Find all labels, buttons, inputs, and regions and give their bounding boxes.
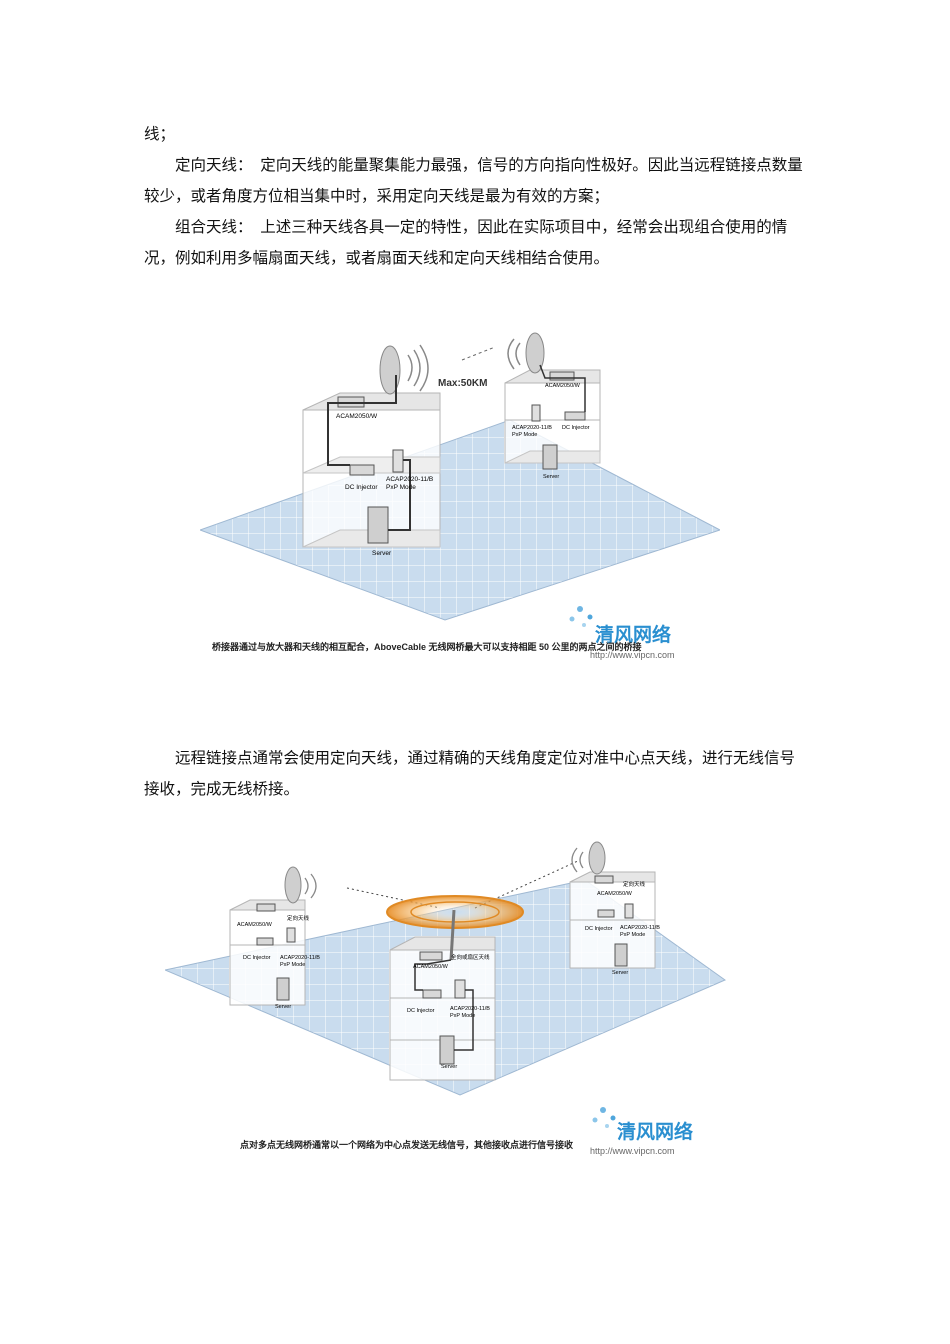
left-building: ACAM2050/W DC Injector ACAP2020-11/B PxP… <box>302 344 441 557</box>
label-pxp-left: PxP Mode <box>280 962 305 968</box>
watermark-logo: 清风网络 http://www.vipcn.com <box>569 606 675 660</box>
label-pxp-center: PxP Mode <box>450 1013 475 1019</box>
label-server-left: Server <box>275 1004 291 1010</box>
label-server-center: Server <box>441 1064 457 1070</box>
label-acam-left: ACAM2050/W <box>237 922 273 928</box>
watermark-url: http://www.vipcn.com <box>590 650 675 660</box>
label-acap-right: ACAP2020-11/B <box>620 925 660 931</box>
watermark-brand: 清风网络 <box>617 1120 693 1143</box>
dish-antenna-icon <box>525 332 545 374</box>
label-pxp-left: PxP Mode <box>386 484 416 491</box>
label-directional-left: 定向天线 <box>287 914 310 922</box>
server-icon <box>367 506 389 544</box>
label-acam2050-left: ACAM2050/W <box>336 413 378 420</box>
server-icon <box>614 943 628 967</box>
paragraph-combined-antenna: 组合天线： 上述三种天线各具一定的特性，因此在实际项目中，经常会出现组合使用的情… <box>144 218 788 267</box>
watermark-logo: 清风网络 http://www.vipcn.com <box>590 1107 693 1156</box>
paragraph-continuation: 线； <box>144 125 176 143</box>
label-max-distance: Max:50KM <box>438 378 487 389</box>
middle-text-block: 远程链接点通常会使用定向天线，通过精确的天线角度定位对准中心点天线，进行无线信号… <box>144 743 806 805</box>
label-dc-injector-right: DC Injector <box>562 425 590 431</box>
label-server-right: Server <box>543 474 559 480</box>
omni-antenna-icon <box>449 909 456 961</box>
dish-antenna-icon <box>588 841 606 875</box>
label-dc-center: DC Injector <box>407 1008 435 1014</box>
paragraph-directional-antenna: 定向天线： 定向天线的能量聚集能力最强，信号的方向指向性极好。因此当远程链接点数… <box>144 156 803 205</box>
server-icon <box>439 1035 455 1065</box>
right-building: ACAM2050/W ACAP2020-11/B PxP Mode DC Inj… <box>504 332 601 480</box>
label-dc-right: DC Injector <box>585 926 613 932</box>
label-acam2050-right: ACAM2050/W <box>545 383 581 389</box>
label-acam-right: ACAM2050/W <box>597 891 633 897</box>
server-icon <box>542 444 558 470</box>
label-acap-right: ACAP2020-11/B <box>512 425 552 431</box>
label-pxp-right: PxP Mode <box>620 932 645 938</box>
left-building: 定向天线 ACAM2050/W DC Injector ACAP2020-11/… <box>229 866 320 1010</box>
figure2-caption: 点对多点无线网桥通常以一个网络为中心点发送无线信号，其他接收点进行信号接收 <box>240 1139 573 1150</box>
paragraph-remote-link: 远程链接点通常会使用定向天线，通过精确的天线角度定位对准中心点天线，进行无线信号… <box>144 749 796 798</box>
figure1-caption: 桥接器通过与放大器和天线的相互配合，AboveCable 无线网桥最大可以支持相… <box>212 641 642 652</box>
label-acap-left: ACAP2020-11/B <box>280 955 320 961</box>
label-acap-left: ACAP2020-11/B <box>386 476 433 483</box>
center-building: 全向或扇区天线 ACAM2050/W DC Injector ACAP2020-… <box>389 909 496 1081</box>
figure1-illustration: ACAM2050/W DC Injector ACAP2020-11/B PxP… <box>198 332 722 660</box>
label-server-right: Server <box>612 970 628 976</box>
label-acap-center: ACAP2020-11/B <box>450 1006 490 1012</box>
floor-grid <box>198 419 722 621</box>
figure-point-to-multipoint: 定向天线 ACAM2050/W DC Injector ACAP2020-11/… <box>163 840 735 1170</box>
top-text-block: 线； 定向天线： 定向天线的能量聚集能力最强，信号的方向指向性极好。因此当远程链… <box>144 119 806 274</box>
label-omni-center: 全向或扇区天线 <box>451 953 490 961</box>
label-pxp-right: PxP Mode <box>512 432 537 438</box>
label-server-left: Server <box>372 550 392 557</box>
right-building: 定向天线 ACAM2050/W DC Injector ACAP2020-11/… <box>569 841 660 976</box>
label-acam-center: ACAM2050/W <box>413 964 449 970</box>
figure-point-to-point: ACAM2050/W DC Injector ACAP2020-11/B PxP… <box>198 325 722 670</box>
label-dc-injector-left: DC Injector <box>345 484 378 491</box>
dish-antenna-icon <box>284 866 302 904</box>
watermark-brand: 清风网络 <box>595 623 671 646</box>
figure2-illustration: 定向天线 ACAM2050/W DC Injector ACAP2020-11/… <box>163 841 727 1156</box>
label-dc-left: DC Injector <box>243 955 271 961</box>
watermark-url: http://www.vipcn.com <box>590 1146 675 1156</box>
label-directional-right: 定向天线 <box>623 880 646 888</box>
router-icon <box>549 371 575 381</box>
server-icon <box>276 977 290 1001</box>
